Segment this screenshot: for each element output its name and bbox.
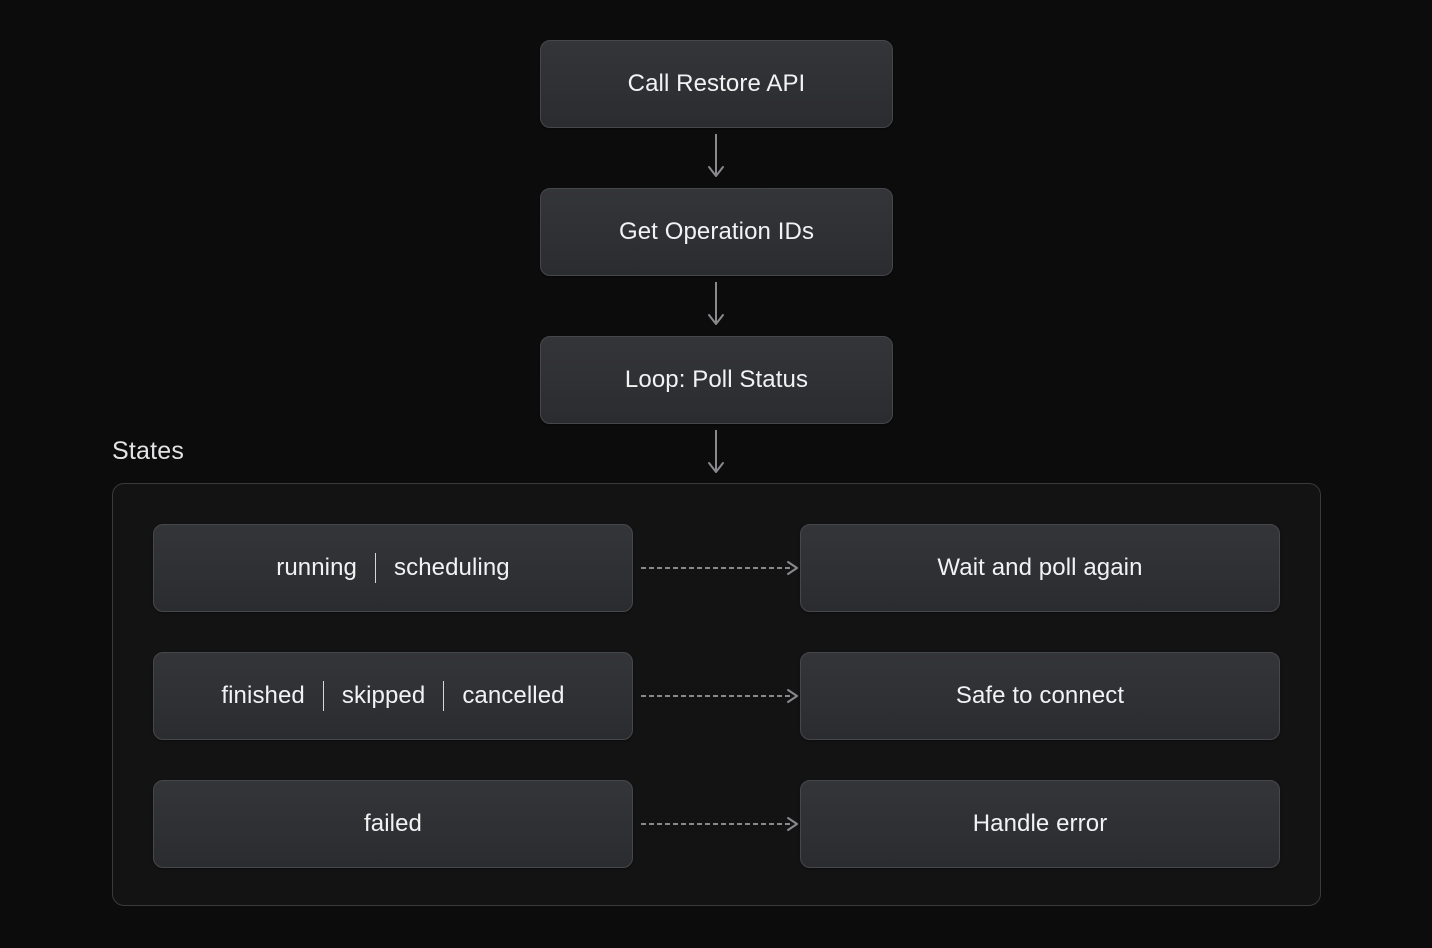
state-box-running-scheduling[interactable]: running scheduling [153, 524, 633, 612]
arrow-failed-to-handle-error [641, 817, 798, 831]
state-token: finished [221, 682, 305, 709]
arrow-get-ops-to-loop-poll [708, 282, 724, 325]
state-token: skipped [341, 682, 426, 709]
arrow-finished-to-safe-to-connect [641, 689, 798, 703]
state-token: scheduling [394, 554, 510, 581]
arrow-loop-poll-to-states [708, 430, 724, 473]
state-separator-icon [375, 553, 376, 583]
state-token: running [276, 554, 357, 581]
node-label: Get Operation IDs [618, 218, 815, 245]
state-token: failed [364, 810, 422, 837]
state-row: running scheduling Wait and poll again [153, 524, 1280, 612]
state-row: finished skipped cancelled Safe to conne… [153, 652, 1280, 740]
states-group-container: running scheduling Wait and poll again f… [112, 483, 1321, 906]
node-call-restore-api[interactable]: Call Restore API [540, 40, 893, 128]
node-get-operation-ids[interactable]: Get Operation IDs [540, 188, 893, 276]
states-group-title: States [112, 437, 185, 465]
node-label: Call Restore API [627, 70, 806, 97]
action-label: Handle error [972, 810, 1108, 837]
action-box-handle-error[interactable]: Handle error [800, 780, 1280, 868]
arrow-call-restore-to-get-ops [708, 134, 724, 177]
action-box-safe-to-connect[interactable]: Safe to connect [800, 652, 1280, 740]
state-separator-icon [322, 681, 324, 711]
state-separator-icon [443, 681, 445, 711]
action-label: Safe to connect [955, 682, 1125, 709]
state-token: cancelled [462, 682, 565, 709]
state-row: failed Handle error [153, 780, 1280, 868]
arrow-running-to-wait-and-poll-again [641, 561, 798, 575]
action-label: Wait and poll again [937, 554, 1143, 581]
state-box-failed[interactable]: failed [153, 780, 633, 868]
state-box-finished-skipped-cancelled[interactable]: finished skipped cancelled [153, 652, 633, 740]
node-loop-poll-status[interactable]: Loop: Poll Status [540, 336, 893, 424]
node-label: Loop: Poll Status [624, 366, 809, 393]
action-box-wait-and-poll-again[interactable]: Wait and poll again [800, 524, 1280, 612]
